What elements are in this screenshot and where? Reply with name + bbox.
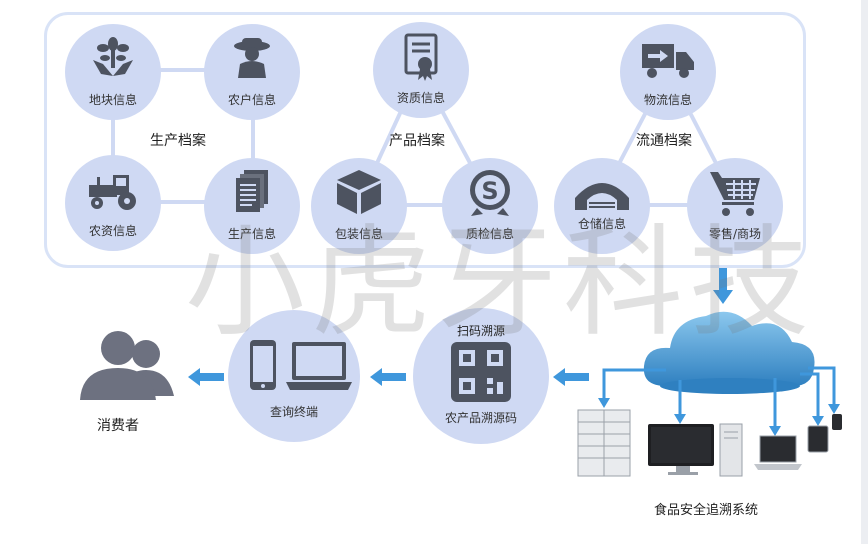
node-label: 仓储信息	[577, 217, 626, 231]
monitor-icon	[648, 424, 714, 475]
server-icon	[577, 409, 631, 477]
svg-text:S: S	[481, 177, 498, 205]
qr-code-icon	[451, 342, 511, 402]
production-group-label: 生产档案	[150, 133, 206, 149]
scan-label: 扫码溯源	[456, 324, 505, 338]
documents-icon	[204, 168, 300, 220]
node-qr-traceability: 扫码溯源 农产品溯源码	[413, 308, 549, 444]
node-agri-supplies-info: 农资信息	[65, 155, 161, 251]
cloud-system-graphic	[577, 311, 842, 477]
laptop-icon	[754, 435, 802, 470]
cloud-icon	[643, 311, 815, 394]
desktop-tower-icon	[719, 423, 743, 477]
consumer-label: 消费者	[97, 418, 139, 434]
node-storage-info: 仓储信息	[554, 158, 650, 254]
node-packaging-info: 包装信息	[311, 158, 407, 254]
phone-icon	[250, 340, 276, 390]
farmer-icon	[204, 34, 300, 84]
system-label: 食品安全追溯系统	[654, 503, 759, 518]
node-label: 物流信息	[643, 93, 692, 107]
qr-label: 农产品溯源码	[444, 411, 517, 425]
warehouse-icon	[554, 176, 650, 216]
truck-icon	[620, 40, 716, 84]
node-logistics-info: 物流信息	[620, 24, 716, 120]
product-group-label: 产品档案	[389, 133, 445, 149]
phone-icon	[832, 414, 842, 430]
node-label: 零售/商场	[708, 227, 762, 241]
node-label: 包装信息	[334, 227, 383, 241]
node-qualification-info: 资质信息	[373, 22, 469, 118]
query-terminal-label: 查询终端	[269, 405, 318, 419]
node-retail-info: 零售/商场	[687, 158, 783, 254]
node-label: 农资信息	[88, 224, 137, 238]
plant-hands-icon	[65, 34, 161, 84]
tablet-icon	[807, 425, 829, 453]
arrow-down-icon	[713, 268, 733, 304]
node-label: 质检信息	[465, 227, 514, 241]
node-production-info: 生产信息	[204, 158, 300, 254]
scrollbar-track	[861, 0, 868, 544]
certificate-icon	[373, 32, 469, 86]
quality-seal-icon: S	[442, 168, 538, 222]
box-icon	[311, 168, 407, 220]
node-query-terminal: 查询终端	[228, 310, 360, 442]
circulation-group-label: 流通档案	[636, 133, 692, 149]
node-inspection-info: S 质检信息	[442, 158, 538, 254]
node-label: 资质信息	[396, 91, 445, 105]
watermark: 小虎牙科技	[185, 214, 815, 353]
arrow-left-icon	[188, 368, 224, 386]
node-farmer-info: 农户信息	[204, 24, 300, 120]
shopping-cart-icon	[687, 168, 783, 222]
node-label: 农户信息	[227, 93, 276, 107]
devices-icon	[228, 338, 360, 398]
laptop-icon	[286, 342, 352, 390]
arrow-left-icon	[553, 368, 589, 386]
people-icon	[80, 331, 174, 400]
node-plot-info: 地块信息	[65, 24, 161, 120]
node-label: 生产信息	[227, 227, 276, 241]
tractor-icon	[65, 171, 161, 215]
arrow-left-icon	[370, 368, 406, 386]
node-label: 地块信息	[88, 93, 137, 107]
